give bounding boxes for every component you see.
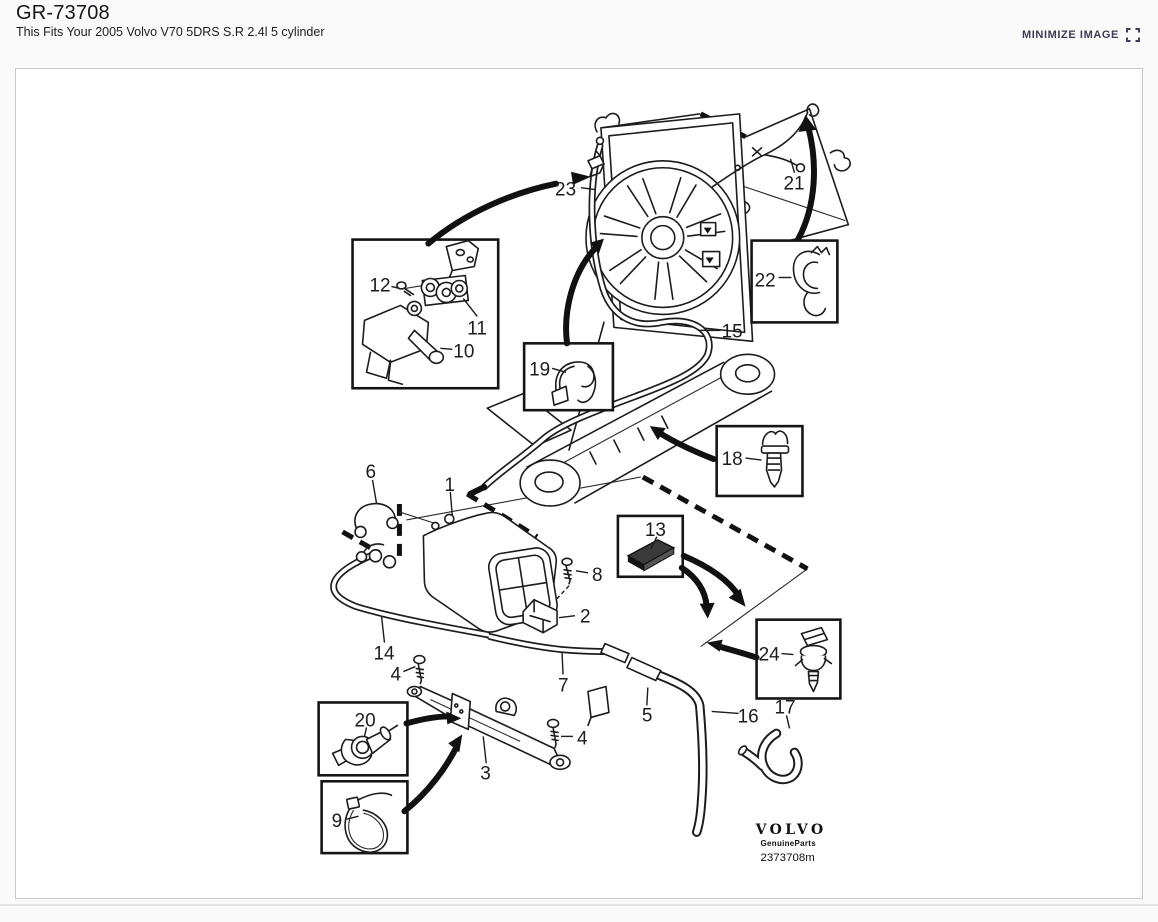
callout-label-13: 13	[645, 520, 666, 541]
callout-label-19: 19	[529, 359, 550, 380]
part-box-19	[522, 342, 615, 412]
part-box-10-11-12	[351, 238, 500, 390]
pin-clip-24	[794, 626, 833, 693]
callout-label-15: 15	[722, 321, 743, 342]
fan-shroud-assembly	[585, 108, 851, 343]
expand-corners-icon	[1126, 28, 1140, 42]
callout-label-22: 22	[755, 270, 776, 291]
minimize-image-button[interactable]: MINIMIZE IMAGE	[1018, 26, 1144, 44]
callout-label-18: 18	[722, 449, 743, 470]
callout-label-12: 12	[370, 275, 391, 296]
callout-label-11: 11	[467, 318, 487, 339]
bracket-2	[522, 598, 558, 634]
part-box-9	[320, 779, 409, 855]
brand-block: VOLVO GenuineParts 2373708m	[755, 822, 827, 864]
callout-label-7: 7	[558, 675, 569, 696]
callout-label-1: 1	[444, 475, 455, 496]
spring-clip-19	[551, 361, 597, 406]
page-title: GR-73708	[16, 2, 110, 24]
minimize-image-label: MINIMIZE IMAGE	[1021, 29, 1119, 41]
callout-label-8: 8	[592, 565, 603, 586]
wire-clip-22	[792, 245, 831, 317]
pointer-arrows	[401, 114, 817, 815]
callout-label-5: 5	[642, 705, 653, 726]
callout-labels: 23 21 22 15 12 11 10 19 18 6 1 13 8 2 14…	[332, 174, 805, 832]
drawing-number: 2373708m	[761, 852, 815, 864]
parts-diagram: 23 21 22 15 12 11 10 19 18 6 1 13 8 2 14…	[317, 103, 851, 864]
hose-sleeves	[600, 642, 662, 682]
bottom-divider	[0, 904, 1158, 906]
callout-label-10: 10	[453, 341, 474, 362]
callout-label-24: 24	[759, 645, 780, 666]
callout-label-14: 14	[373, 644, 394, 665]
callout-label-9: 9	[332, 811, 343, 832]
callout-label-17: 17	[775, 697, 796, 718]
callout-label-2: 2	[580, 607, 591, 628]
callout-label-16: 16	[738, 706, 759, 727]
clamp-6	[354, 502, 399, 569]
pin-clip-18	[760, 430, 790, 488]
screw-8	[555, 557, 573, 601]
hose17-nipple	[737, 745, 748, 756]
callout-label-3: 3	[480, 763, 491, 784]
fitment-text: This Fits Your 2005 Volvo V70 5DRS S.R 2…	[16, 25, 325, 39]
callout-label-20: 20	[355, 710, 376, 731]
wire-harness	[711, 103, 820, 188]
saddle-clip-20	[331, 724, 399, 767]
volvo-logo-text: VOLVO	[755, 822, 827, 838]
callout-label-21: 21	[784, 174, 805, 195]
part-box-18	[715, 424, 804, 498]
diagram-panel: 23 21 22 15 12 11 10 19 18 6 1 13 8 2 14…	[15, 68, 1143, 899]
canister	[399, 511, 558, 633]
bracket-3	[406, 685, 610, 771]
hose-end-tip	[467, 483, 488, 497]
cable-tie-9	[344, 792, 393, 853]
callout-label-4-left: 4	[390, 665, 401, 686]
fan-blades	[599, 176, 726, 301]
screw-4-left	[413, 654, 426, 685]
hose-top-fitting	[587, 136, 605, 178]
part-box-22	[750, 239, 839, 324]
leader-lines	[346, 158, 796, 820]
genuine-parts-text: GenuineParts	[761, 839, 817, 848]
callout-label-4-right: 4	[577, 728, 588, 749]
callout-label-6: 6	[366, 462, 377, 483]
valve-parts	[361, 239, 480, 386]
screw-4-right	[546, 718, 560, 749]
callout-label-23: 23	[555, 180, 576, 201]
part-boxes	[317, 238, 842, 855]
sleeve-13	[626, 539, 676, 572]
